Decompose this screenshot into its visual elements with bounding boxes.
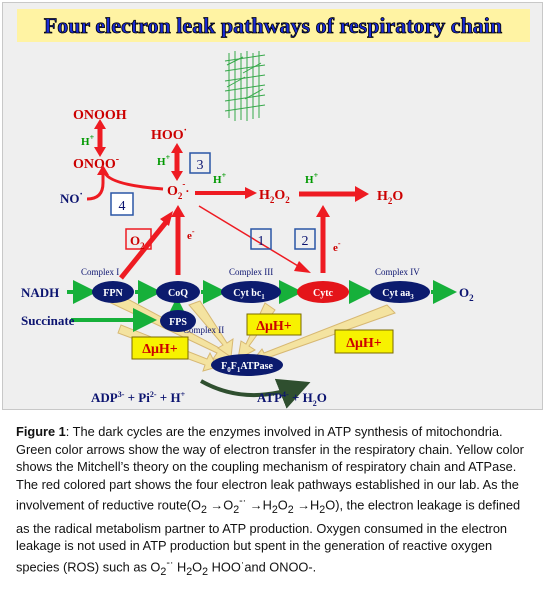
cytc-leak-arrowhead — [316, 205, 330, 217]
caption-text-1: The dark cycles are the enzymes involved… — [16, 424, 524, 513]
superoxide-to-cytc-arrowhead — [294, 261, 311, 273]
h2o2-to-h2o-arrowhead — [355, 186, 369, 202]
atpase-node: F0F1ATPase — [211, 354, 283, 376]
complex-3-label: Complex III — [229, 267, 273, 277]
pathway-diagram: Four electron leak pathways of respirato… — [17, 9, 530, 409]
cyt-aa3-node: Cyt aa3 — [370, 281, 430, 303]
pathway-4-label: 4 — [119, 199, 126, 214]
pathway-3-label: 3 — [197, 158, 204, 173]
o2-to-onoo-arrow — [103, 172, 164, 191]
electron-transport-arrows — [67, 280, 457, 332]
atp-synthesis-arrow — [200, 378, 311, 409]
caption-sub-1: 2 — [200, 504, 207, 517]
cyt-bc1-node: Cyt bc1 — [221, 281, 281, 303]
caption-sup-9: · — [240, 556, 245, 569]
caption-arrow-3: O — [277, 497, 288, 513]
caption-text-4: O — [192, 559, 203, 575]
svg-text:CoQ: CoQ — [168, 288, 188, 299]
pathway-1-box — [250, 228, 272, 250]
svg-text:Cyt bc1: Cyt bc1 — [233, 288, 265, 301]
svg-text:Cytc: Cytc — [313, 288, 334, 299]
caption-arrow-4: →H — [293, 497, 320, 513]
svg-text:ΔμH+: ΔμH+ — [142, 342, 178, 357]
diagram-panel: Four electron leak pathways of respirato… — [2, 2, 543, 410]
water-label: H2O — [377, 189, 403, 206]
complex-1-label: Complex I — [81, 267, 119, 277]
reaction-right: ATP4- + H2O — [257, 390, 327, 408]
complex-4-label: Complex IV — [375, 267, 420, 277]
caption-sub-3: 2 — [271, 504, 278, 517]
complex-2-label: Complex II — [183, 325, 224, 335]
h2o2-label: H2O2 — [259, 188, 290, 205]
fps-node: FPS — [160, 310, 196, 332]
caption-sup-6: -· — [166, 556, 174, 569]
caption-sub-8: 2 — [202, 565, 209, 578]
electron-2: e- — [333, 239, 341, 254]
proton-1: H+ — [81, 133, 95, 148]
svg-text:FPS: FPS — [169, 317, 187, 328]
caption-text-5: HOO — [208, 559, 241, 575]
o2-leak-box — [125, 228, 152, 250]
onooh-arrowhead-up — [94, 119, 106, 129]
oxygen-terminal-label: O2 — [459, 285, 474, 303]
caption-arrow-2: →H — [246, 497, 272, 513]
nadh-label: NADH — [21, 285, 59, 300]
pathway-3-box — [189, 152, 211, 174]
svg-text:ΔμH+: ΔμH+ — [346, 336, 382, 351]
caption-text-3: H — [173, 559, 187, 575]
caption-label: Figure 1 — [16, 424, 66, 439]
hoo-label: HOO· — [151, 125, 187, 143]
no-to-onoo-arrow — [86, 171, 105, 201]
hoo-arrowhead-up — [171, 143, 183, 153]
svg-text:FPN: FPN — [103, 288, 123, 299]
yellow-arrow-coq — [188, 300, 234, 358]
proton-4: H+ — [305, 171, 319, 186]
caption-colon: : — [65, 424, 73, 439]
fpn-node: FPN — [92, 281, 134, 303]
delta-mu-h-box-1: ΔμH+ — [131, 336, 189, 360]
coq-leak-arrowhead — [171, 205, 185, 217]
caption-sub-7: 2 — [186, 565, 193, 578]
reaction-left: ADP3- + Pi2- + H+ — [91, 390, 186, 405]
svg-text:F0F1ATPase: F0F1ATPase — [221, 361, 273, 374]
o2-leak-label: O2 — [130, 233, 145, 251]
electron-1: e- — [187, 227, 195, 242]
superoxide-label: O2-· — [167, 179, 189, 201]
o2-arrowhead-down — [171, 171, 183, 181]
figure-caption: Figure 1: The dark cycles are the enzyme… — [16, 423, 536, 581]
onooh-label: ONOOH — [73, 108, 127, 123]
cytc-node: Cytc — [297, 281, 349, 303]
fpn-leak-arrowhead — [160, 211, 173, 226]
caption-sub-2: 2 — [233, 504, 240, 517]
succinate-label: Succinate — [21, 313, 75, 328]
coq-node: CoQ — [156, 281, 200, 303]
caption-text-2: O), the electron leakage is defined as t… — [16, 497, 521, 575]
no-label: NO· — [60, 189, 83, 206]
pathway-4-box — [110, 192, 134, 216]
diagram-title: Four electron leak pathways of respirato… — [44, 13, 502, 38]
pathway-2-label: 2 — [302, 234, 309, 249]
proton-3: H+ — [213, 171, 227, 186]
svg-text:Cyt aa3: Cyt aa3 — [382, 288, 414, 301]
proton-2: H+ — [157, 153, 171, 168]
caption-sup-2: -· — [239, 495, 247, 508]
caption-sub-5: 2 — [319, 504, 326, 517]
o2-to-h2o2-arrowhead — [245, 187, 257, 199]
caption-sub-6: 2 — [160, 565, 167, 578]
caption-text-6: and ONOO-. — [244, 559, 317, 575]
delta-mu-h-box-2: ΔμH+ — [246, 313, 302, 336]
caption-sub-4: 2 — [287, 504, 294, 517]
onoo-label: ONOO- — [73, 154, 119, 172]
pathway-1-label: 1 — [258, 234, 265, 249]
membrane-lattice-icon — [224, 51, 266, 121]
title-background — [17, 9, 530, 42]
delta-mu-h-box-3: ΔμH+ — [334, 329, 394, 354]
caption-arrow-1: →O — [206, 497, 234, 513]
pathway-2-box — [294, 228, 316, 250]
onoo-arrowhead-down — [94, 147, 106, 157]
svg-text:ΔμH+: ΔμH+ — [256, 319, 292, 334]
